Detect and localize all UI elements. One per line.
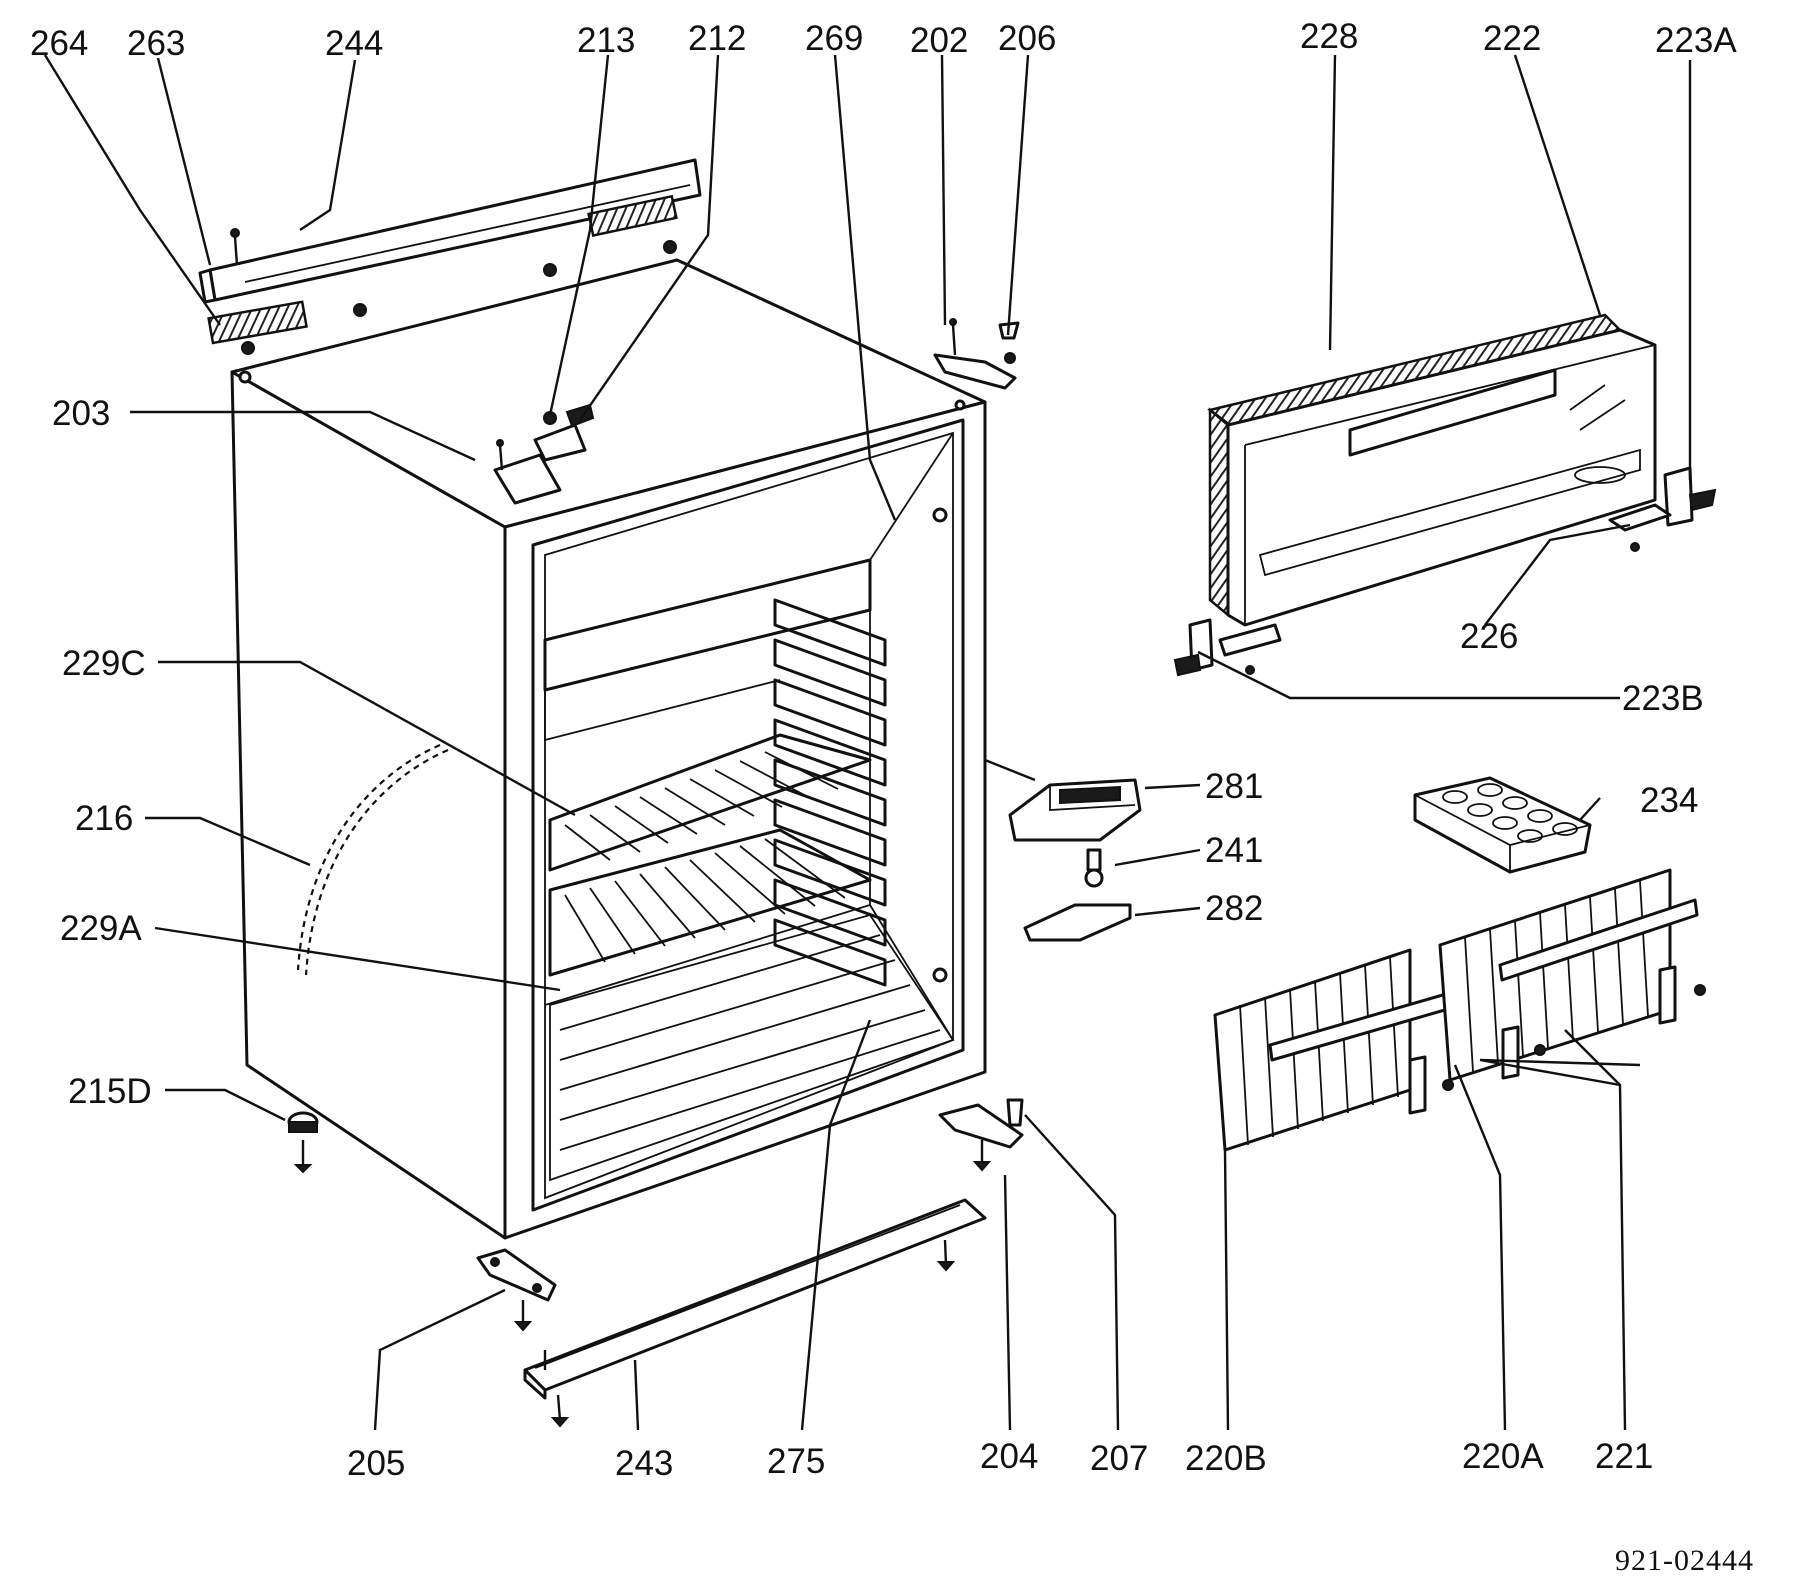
cover-282 bbox=[1023, 903, 1132, 942]
label-213: 213 bbox=[577, 21, 635, 60]
label-281: 281 bbox=[1205, 767, 1263, 806]
label-241: 241 bbox=[1205, 831, 1263, 870]
label-215D: 215D bbox=[68, 1072, 152, 1111]
bottom-hinge-204 bbox=[938, 1098, 1024, 1172]
label-212: 212 bbox=[688, 19, 746, 58]
label-229A: 229A bbox=[60, 909, 142, 948]
ice-tray-234 bbox=[1413, 776, 1592, 874]
label-216: 216 bbox=[75, 799, 133, 838]
upper-wire-shelf bbox=[548, 733, 872, 872]
top-right-hinge-202 bbox=[933, 318, 1020, 390]
reference-number: 921-02444 bbox=[1615, 1544, 1754, 1577]
label-202: 202 bbox=[910, 21, 968, 60]
door-hinge-223A bbox=[1663, 466, 1717, 527]
label-234: 234 bbox=[1640, 781, 1698, 820]
label-269: 269 bbox=[805, 19, 863, 58]
door-hinge-223B bbox=[1173, 618, 1282, 677]
label-244: 244 bbox=[325, 24, 383, 63]
fin-panel-220B bbox=[1213, 948, 1464, 1152]
label-205: 205 bbox=[347, 1444, 405, 1483]
thermostat-housing-281 bbox=[1008, 778, 1142, 842]
label-223B: 223B bbox=[1622, 679, 1704, 718]
top-mounting-bar-244 bbox=[198, 158, 702, 304]
label-229C: 229C bbox=[62, 644, 146, 683]
label-243: 243 bbox=[615, 1444, 673, 1483]
leader-lines bbox=[43, 54, 1692, 1431]
label-263: 263 bbox=[127, 24, 185, 63]
fin-panel-220A bbox=[1438, 868, 1706, 1082]
label-223A: 223A bbox=[1655, 21, 1737, 60]
label-264: 264 bbox=[30, 24, 88, 63]
pad-264 bbox=[207, 300, 308, 345]
foot-215D bbox=[287, 1111, 319, 1174]
label-203: 203 bbox=[52, 394, 110, 433]
label-228: 228 bbox=[1300, 17, 1358, 56]
part-labels: 264 263 244 213 212 269 202 206 228 222 … bbox=[30, 17, 1754, 1577]
label-206: 206 bbox=[998, 19, 1056, 58]
label-204: 204 bbox=[980, 1437, 1038, 1476]
refrigerator-door-222 bbox=[1207, 313, 1657, 627]
bottom-rail-243 bbox=[523, 1198, 987, 1428]
label-221: 221 bbox=[1595, 1437, 1653, 1476]
label-220A: 220A bbox=[1462, 1437, 1544, 1476]
knob-241 bbox=[1084, 848, 1104, 888]
bottom-hinge-205 bbox=[476, 1248, 557, 1332]
label-222: 222 bbox=[1483, 19, 1541, 58]
tube-216 bbox=[296, 743, 441, 971]
label-275: 275 bbox=[767, 1442, 825, 1481]
cabinet-floor-grille bbox=[549, 913, 955, 1182]
lower-wire-shelf bbox=[548, 828, 872, 977]
label-207: 207 bbox=[1090, 1439, 1148, 1478]
label-282: 282 bbox=[1205, 889, 1263, 928]
label-226: 226 bbox=[1460, 617, 1518, 656]
label-220B: 220B bbox=[1185, 1439, 1267, 1478]
refrigerator-cabinet bbox=[230, 258, 987, 1240]
